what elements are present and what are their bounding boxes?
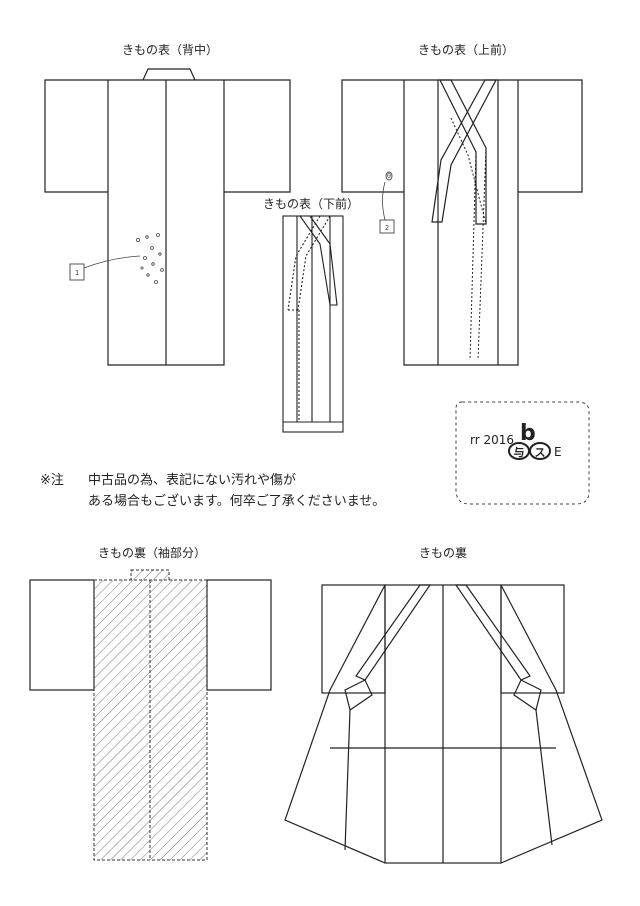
front-lower-title: きもの表（下前） — [263, 196, 359, 211]
marker-0-label: 0 — [387, 172, 391, 180]
stamp-suffix: E — [554, 445, 562, 459]
back-stain-spots — [83, 233, 164, 284]
front-upper-title: きもの表（上前） — [418, 42, 514, 57]
lining-left-front-panel — [284, 584, 386, 864]
stamp-dashed-border — [455, 401, 590, 505]
marker-2: 0 2 — [379, 171, 395, 234]
stamp-char-1: 与 — [514, 446, 525, 459]
inspection-stamp: rr 2016 b 与 ス E — [455, 401, 590, 505]
sleeve-lining-right-sleeve — [206, 579, 272, 691]
front-lower-collar — [299, 215, 338, 306]
marker-1-label: 1 — [75, 269, 79, 277]
sleeve-lining-title: きもの裏（袖部分） — [98, 545, 206, 560]
front-lower-outline — [282, 215, 344, 433]
marker-2-label: 2 — [385, 224, 389, 232]
lining-right-sleeve — [500, 584, 565, 694]
front-upper-collar-right — [439, 79, 487, 225]
kimono-front-lower-diagram: きもの表（下前） — [263, 196, 359, 433]
lining-left-sleeve — [321, 584, 386, 694]
note-line-2: ある場合もございます。何卒ご了承くださいませ。 — [88, 493, 385, 509]
marker-0-circle — [385, 171, 393, 181]
kimono-front-upper-diagram: きもの表（上前） — [341, 42, 583, 366]
front-upper-collar-left — [431, 79, 497, 223]
sleeve-lining-left-sleeve — [29, 579, 95, 691]
note-line-1: 中古品の為、表記にない汚れや傷が — [88, 472, 296, 488]
lining-right-collar — [454, 584, 531, 681]
kimono-sleeve-lining-diagram: きもの裏（袖部分） — [29, 545, 272, 861]
front-upper-outline — [341, 79, 583, 366]
marker-1: 1 — [69, 263, 85, 281]
stamp-mark: b — [520, 421, 536, 446]
back-collar — [142, 68, 196, 81]
stamp-prefix: rr 2016 — [470, 433, 514, 447]
lining-title: きもの裏 — [419, 545, 467, 560]
stamp-circle-2 — [529, 442, 551, 460]
note-block: ※注 中古品の為、表記にない汚れや傷が ある場合もございます。何卒ご了承ください… — [40, 472, 385, 509]
note-label: ※注 — [40, 473, 64, 488]
lining-left-collar — [355, 584, 432, 681]
lining-right-front-panel — [500, 584, 603, 864]
stamp-char-2: ス — [535, 446, 546, 459]
back-title: きもの表（背中） — [122, 42, 218, 57]
kimono-lining-diagram: きもの裏 — [284, 545, 603, 864]
kimono-back-diagram: きもの表（背中） — [44, 42, 291, 366]
back-outline — [44, 79, 291, 366]
